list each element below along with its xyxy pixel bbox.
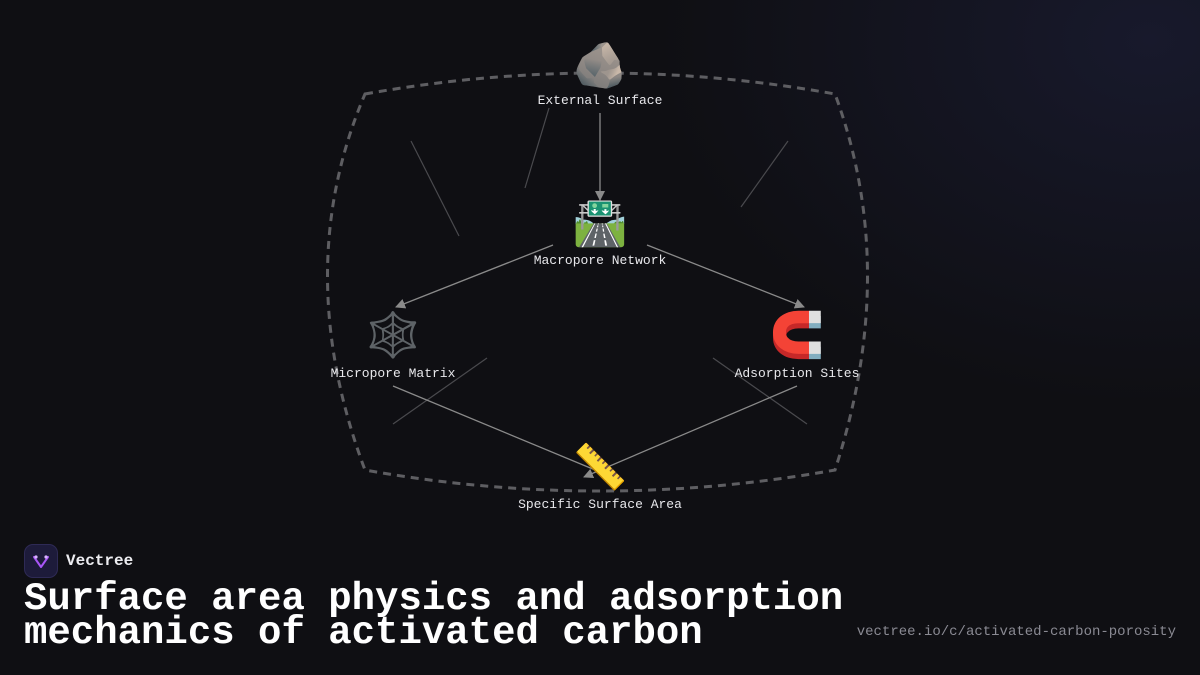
node-label-micropore-matrix: Micropore Matrix: [331, 366, 456, 381]
edge-adsorption-to-ssa: [583, 385, 798, 479]
boundary-outline: [326, 71, 869, 493]
source-url: vectree.io/c/activated-carbon-porosity: [856, 624, 1176, 640]
spider-web-icon: 🕸️: [366, 310, 421, 361]
edge-macropore-to-adsorption: [646, 244, 805, 309]
rock-icon: 🪨: [573, 40, 628, 91]
magnet-icon: 🧲: [770, 310, 825, 361]
node-label-specific-surface-area: Specific Surface Area: [518, 497, 682, 512]
edge-macropore-to-micropore: [395, 244, 554, 309]
diagram-edges: [392, 113, 805, 479]
node-external-surface: 🪨 External Surface: [538, 40, 663, 108]
node-label-macropore-network: Macropore Network: [534, 253, 667, 268]
node-micropore-matrix: 🕸️ Micropore Matrix: [331, 310, 456, 381]
decorative-lines: [392, 107, 808, 425]
vectree-logo-icon: [24, 544, 58, 578]
node-label-external-surface: External Surface: [538, 93, 663, 108]
motorway-icon: 🛣️: [573, 198, 628, 249]
ruler-icon: 📏: [573, 442, 628, 493]
page-title: Surface area physics and adsorption mech…: [24, 577, 844, 655]
node-label-adsorption-sites: Adsorption Sites: [735, 366, 860, 381]
edge-micropore-to-ssa: [392, 385, 601, 473]
node-adsorption-sites: 🧲 Adsorption Sites: [735, 310, 860, 381]
node-specific-surface-area: 📏 Specific Surface Area: [518, 442, 682, 512]
node-macropore-network: 🛣️ Macropore Network: [534, 198, 667, 268]
concept-diagram: 🪨 External Surface 🛣️ Macropore Network …: [326, 40, 869, 512]
brand: Vectree: [24, 544, 133, 578]
brand-name: Vectree: [66, 552, 134, 570]
